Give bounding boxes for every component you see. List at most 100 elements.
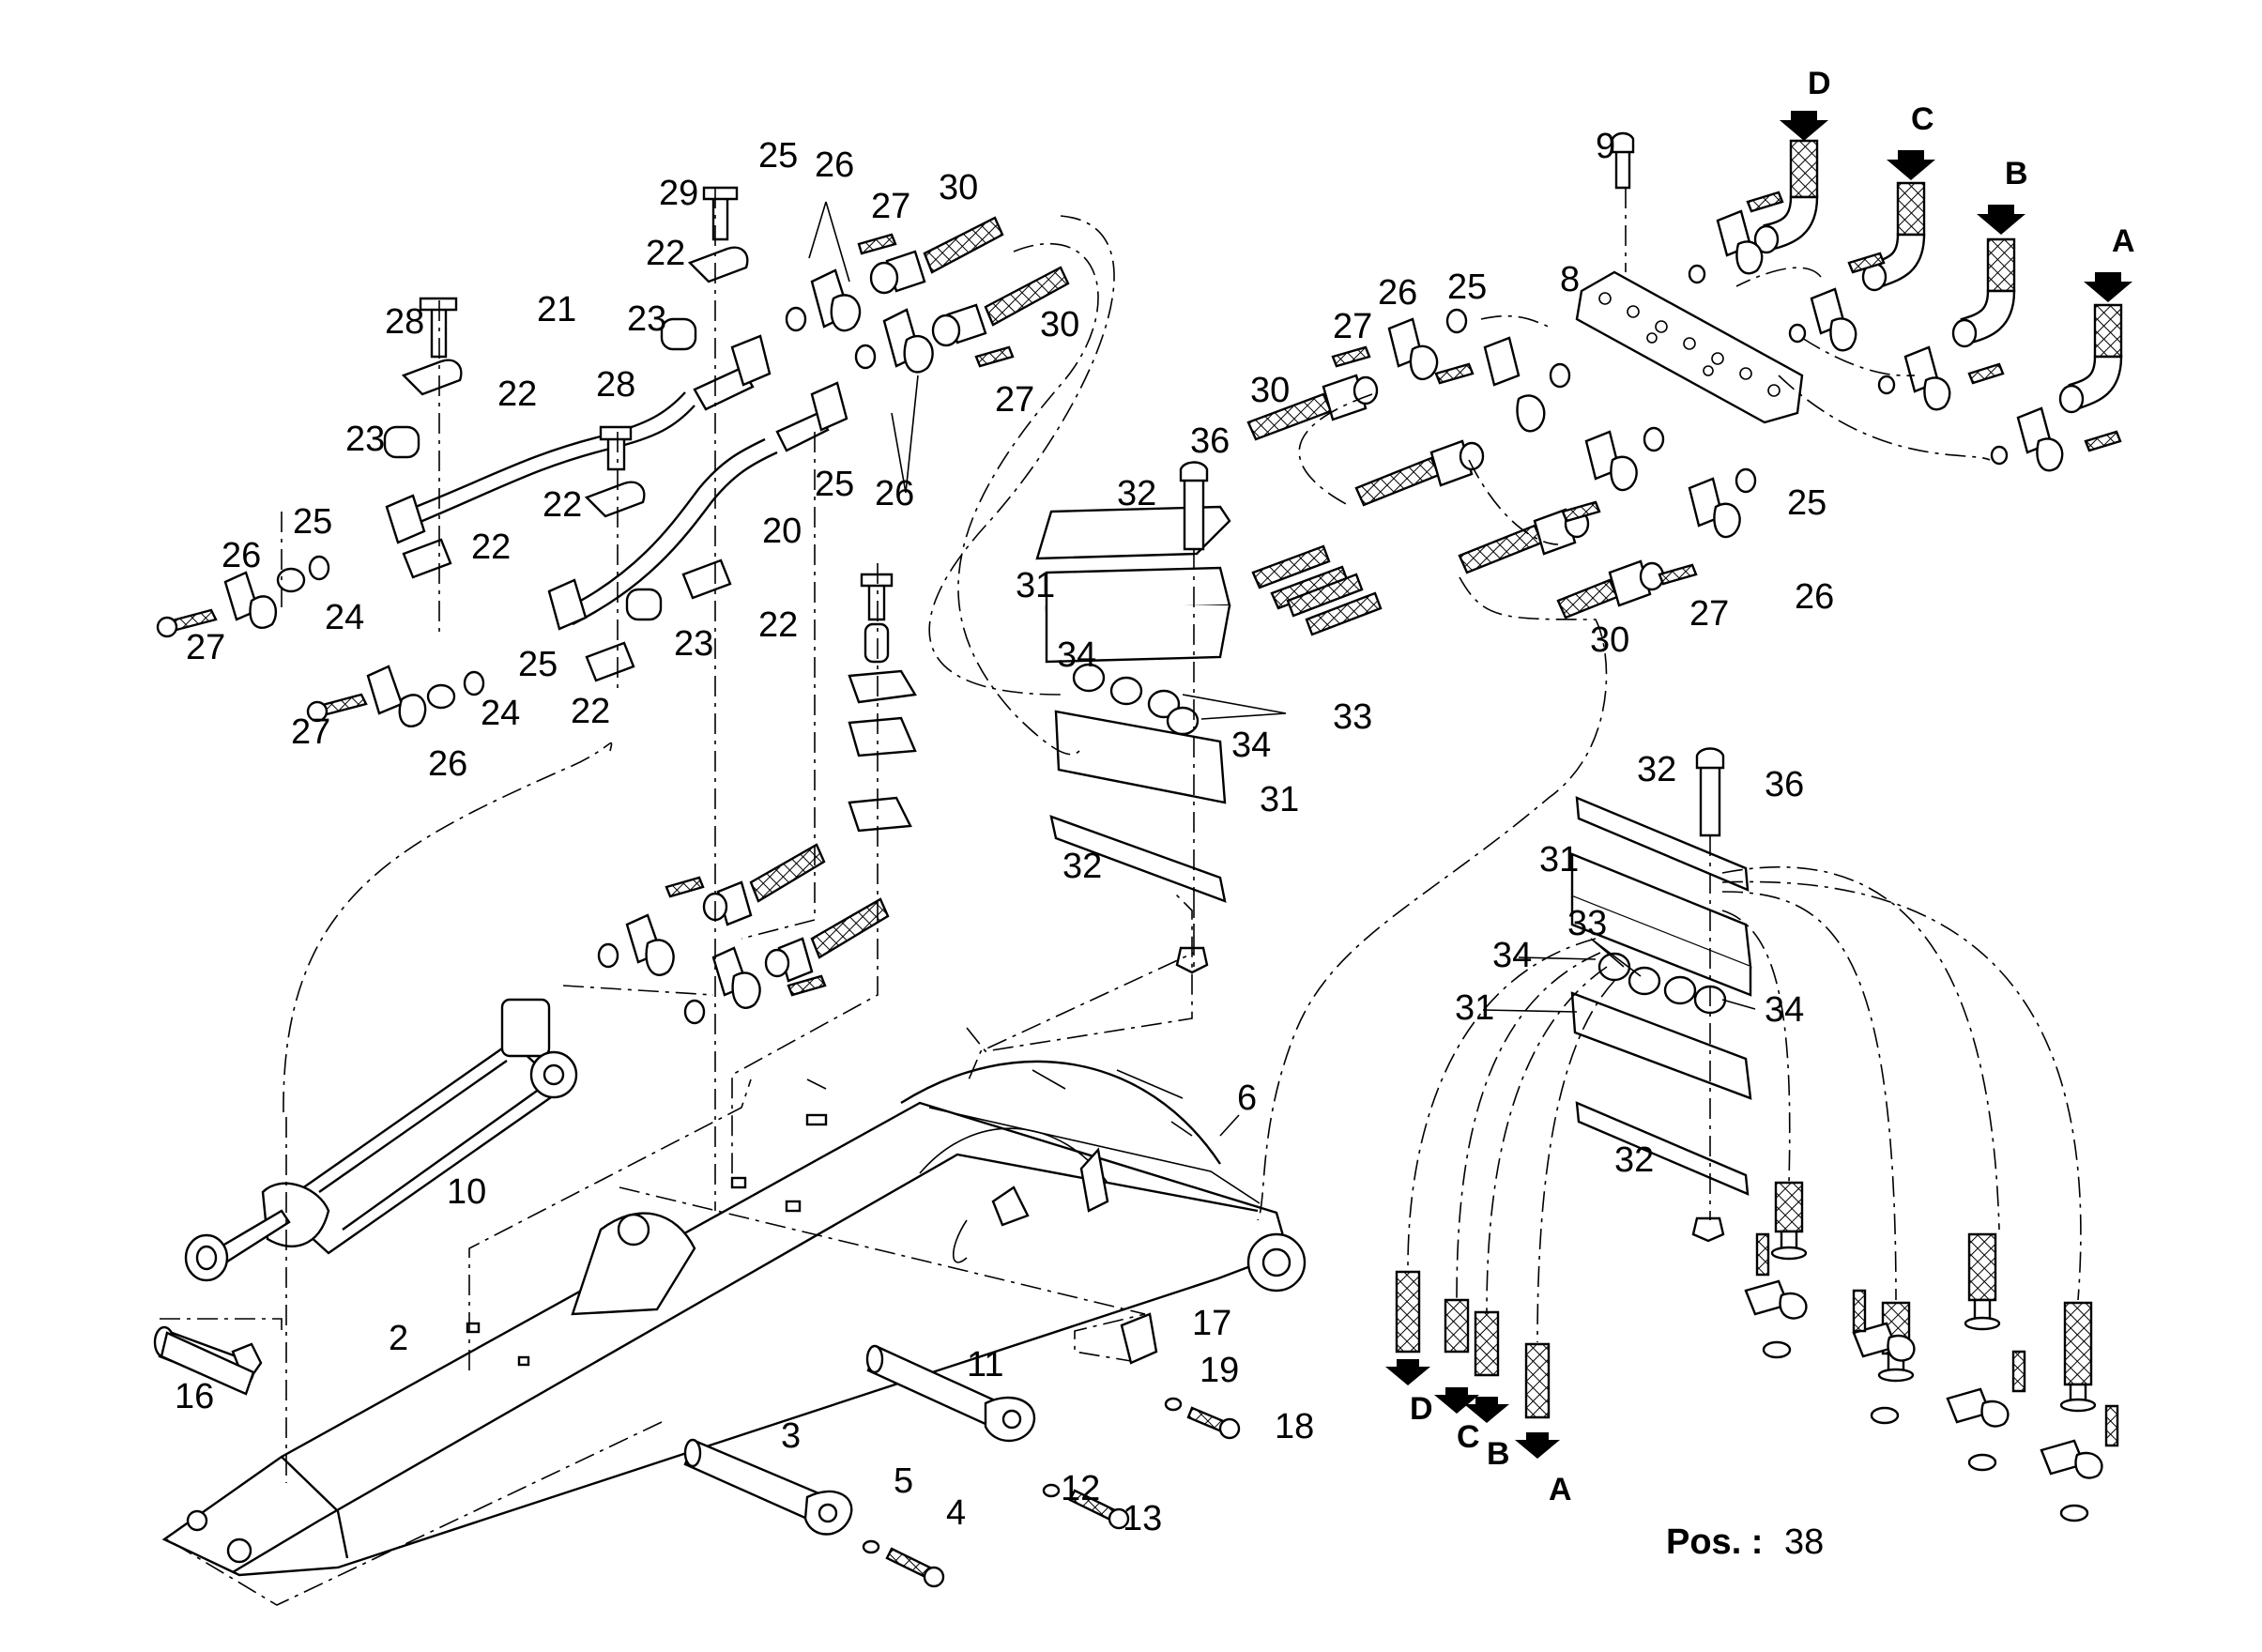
callout-3: 3 xyxy=(781,1416,801,1456)
callout-22: 22 xyxy=(543,485,582,525)
arrow-label-a: A xyxy=(1549,1472,1572,1507)
pin-16 xyxy=(160,1331,255,1396)
callout-25: 25 xyxy=(1787,483,1826,523)
callout-25: 25 xyxy=(758,136,798,176)
callout-26: 26 xyxy=(428,744,467,784)
callout-30: 30 xyxy=(1040,305,1079,344)
callout-5: 5 xyxy=(894,1461,913,1501)
callout-22: 22 xyxy=(471,528,511,567)
callout-16: 16 xyxy=(175,1377,214,1416)
callout-13: 13 xyxy=(1123,1499,1162,1538)
callout-18: 18 xyxy=(1275,1407,1314,1446)
position-value: 38 xyxy=(1784,1522,1824,1562)
callout-30: 30 xyxy=(939,168,978,207)
callout-26: 26 xyxy=(1795,577,1834,617)
hoses-lower-right xyxy=(1395,1181,2119,1522)
callout-4: 4 xyxy=(946,1493,966,1533)
callout-27: 27 xyxy=(995,380,1034,420)
callout-36: 36 xyxy=(1190,421,1230,461)
callout-27: 27 xyxy=(871,187,910,226)
callout-32: 32 xyxy=(1062,847,1102,886)
callout-6: 6 xyxy=(1237,1078,1257,1118)
arrow-label-b: B xyxy=(2005,156,2028,191)
callout-22: 22 xyxy=(571,692,610,731)
callout-31: 31 xyxy=(1539,840,1579,880)
callout-31: 31 xyxy=(1455,988,1494,1028)
callout-22: 22 xyxy=(646,234,685,273)
callout-17: 17 xyxy=(1192,1304,1231,1343)
callout-19: 19 xyxy=(1200,1351,1239,1390)
callout-28: 28 xyxy=(596,365,635,405)
hoses-top-right xyxy=(1688,139,2123,472)
callout-28: 28 xyxy=(385,302,424,342)
callout-20: 20 xyxy=(762,512,802,551)
callout-34: 34 xyxy=(1492,936,1532,975)
boom-arm xyxy=(161,1060,1307,1577)
callout-10: 10 xyxy=(447,1172,486,1212)
callout-30: 30 xyxy=(1590,620,1629,660)
bolts-bottom xyxy=(862,1312,1241,1588)
callout-24: 24 xyxy=(481,694,520,733)
callout-32: 32 xyxy=(1637,750,1676,789)
callout-32: 32 xyxy=(1614,1140,1654,1180)
callout-25: 25 xyxy=(518,645,558,684)
hoses-center xyxy=(1246,374,1665,636)
callout-8: 8 xyxy=(1560,260,1580,299)
arrow-label-c: C xyxy=(1911,101,1934,137)
clamps-left xyxy=(383,186,749,682)
clamp-block-center xyxy=(1035,461,1231,974)
arrow-label-c: C xyxy=(1457,1419,1480,1455)
callout-26: 26 xyxy=(875,474,914,513)
callout-25: 25 xyxy=(1447,268,1487,307)
callout-21: 21 xyxy=(537,290,576,329)
pipe-21 xyxy=(385,334,772,544)
callout-27: 27 xyxy=(291,712,330,752)
position-label: Pos. : 38 xyxy=(1666,1522,1824,1562)
callout-34: 34 xyxy=(1057,635,1096,675)
callout-31: 31 xyxy=(1260,780,1299,819)
flow-arrows xyxy=(1385,111,2132,1459)
pin-3 xyxy=(683,1438,853,1536)
callout-26: 26 xyxy=(1378,273,1417,313)
callout-22: 22 xyxy=(497,375,537,414)
callout-2: 2 xyxy=(389,1319,408,1358)
callout-31: 31 xyxy=(1016,566,1055,605)
callout-9: 9 xyxy=(1596,127,1615,166)
callout-11: 11 xyxy=(967,1345,1003,1384)
arrow-label-d: D xyxy=(1410,1391,1433,1427)
callout-27: 27 xyxy=(1689,594,1729,634)
callout-26: 26 xyxy=(222,536,261,575)
callout-27: 27 xyxy=(186,628,225,667)
hoses-lower-left xyxy=(597,573,917,1025)
position-key: Pos. : xyxy=(1666,1522,1763,1562)
pin-11 xyxy=(865,1344,1036,1443)
callout-26: 26 xyxy=(815,145,854,185)
callout-12: 12 xyxy=(1061,1469,1100,1508)
callout-29: 29 xyxy=(659,174,698,213)
callout-23: 23 xyxy=(345,420,385,459)
manifold-plate-8 xyxy=(1575,131,1804,424)
fittings-left xyxy=(156,233,1015,728)
callout-33: 33 xyxy=(1567,904,1607,943)
callout-32: 32 xyxy=(1117,474,1156,513)
callout-36: 36 xyxy=(1765,765,1804,804)
callout-23: 23 xyxy=(674,624,713,664)
arrow-label-a: A xyxy=(2112,223,2135,259)
callout-25: 25 xyxy=(293,502,332,542)
callout-27: 27 xyxy=(1333,307,1372,346)
callout-34: 34 xyxy=(1765,990,1804,1030)
callout-34: 34 xyxy=(1231,726,1271,765)
callout-33: 33 xyxy=(1333,697,1372,737)
pipe-20 xyxy=(547,381,848,631)
arrow-label-d: D xyxy=(1808,66,1831,101)
clamp-block-lower-right xyxy=(1570,747,1752,1243)
hoses-30-left xyxy=(869,216,1070,347)
callout-30: 30 xyxy=(1250,371,1290,410)
assembly-lines xyxy=(160,188,2082,1606)
callout-23: 23 xyxy=(627,299,666,339)
arrow-label-b: B xyxy=(1487,1436,1510,1472)
callout-25: 25 xyxy=(815,465,854,504)
